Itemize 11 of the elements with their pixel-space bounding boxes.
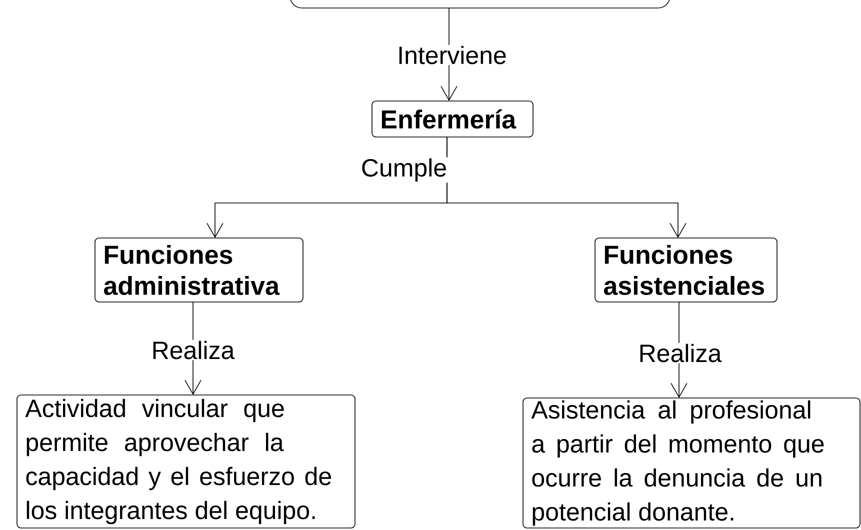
concept-box: Asistencia al profesional a partir del momento que ocurre la denuncia de un potencial donante. [522,398,860,528]
edge-label: Cumple [360,157,448,183]
concept-box: Funciones asistenciales [594,238,778,302]
box-shape [290,0,670,8]
concept-box: Enfermería [372,100,534,138]
arrow [446,136,686,238]
edge-label: Realiza [150,340,236,360]
concept-box: Actividad vincular que permite aprovechar la capacidad y el esfuerzo de los integrantes del equipo. [16,394,356,528]
concept-box: Funciones administrativa [94,238,304,302]
edge-label: Interviene [396,44,508,66]
edge-label: Realiza [637,342,723,364]
